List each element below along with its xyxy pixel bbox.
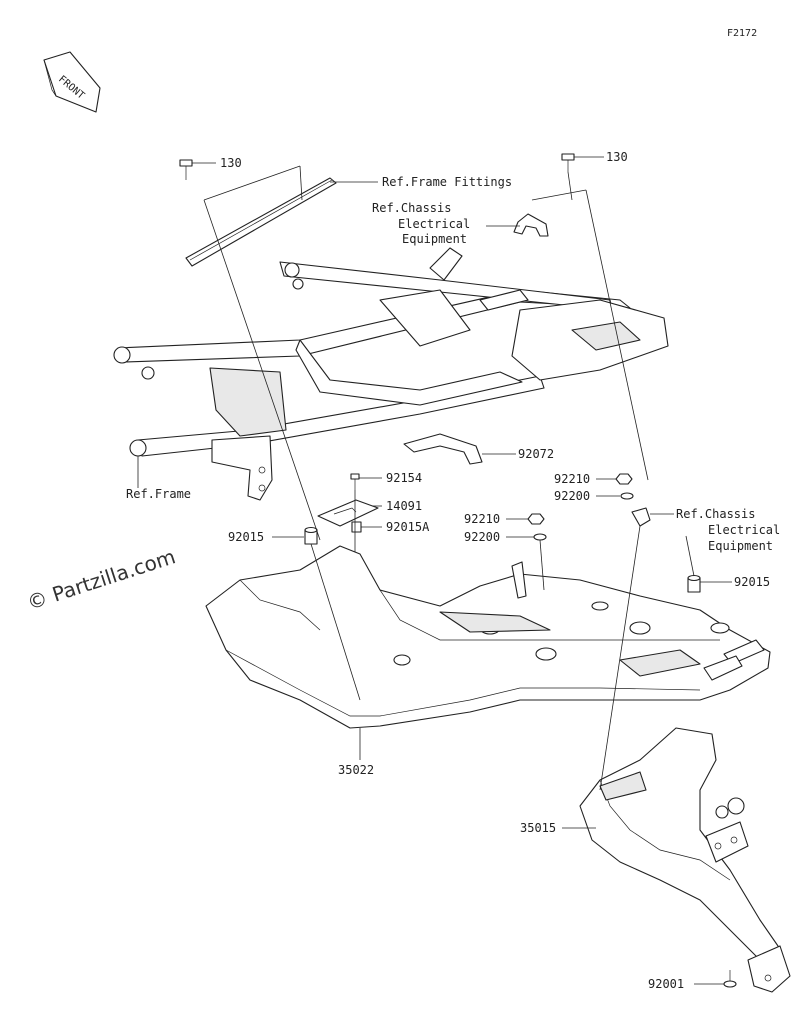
label-ref-frame: Ref.Frame <box>126 487 191 501</box>
washer-92200-mid-part <box>533 533 547 541</box>
collar-92015-left-part <box>304 526 318 545</box>
label-ref-frame-fittings: Ref.Frame Fittings <box>382 175 512 189</box>
label-ref-chassis-top-1: Ref.Chassis <box>372 201 451 215</box>
screw-92001-part <box>723 970 737 988</box>
label-92200-right: 92200 <box>554 489 590 503</box>
strap-92072-part <box>403 433 483 465</box>
label-ref-chassis-top-2: Electrical <box>398 217 470 231</box>
label-130-right: 130 <box>606 150 628 164</box>
label-35022: 35022 <box>338 763 374 777</box>
label-ref-chassis-right-2: Electrical <box>708 523 780 537</box>
label-92210-mid: 92210 <box>464 512 500 526</box>
leader-lines <box>137 156 732 985</box>
label-92154: 92154 <box>386 471 422 485</box>
label-130-left: 130 <box>220 156 242 170</box>
bolt-130-right-part <box>561 153 575 172</box>
nut-92210-right-part <box>615 473 633 485</box>
label-92072: 92072 <box>518 447 554 461</box>
rear-fender-35015-part <box>579 727 791 993</box>
screw-92154-part <box>350 473 360 490</box>
bolt-130-left-part <box>179 159 193 180</box>
label-35015: 35015 <box>520 821 556 835</box>
clip-ref-chassis-right-part <box>631 507 651 527</box>
nut-92210-mid-part <box>527 513 545 525</box>
front-arrow-icon: FRONT <box>43 51 101 113</box>
label-92015A: 92015A <box>386 520 430 534</box>
plate-14091-part <box>317 499 379 527</box>
label-92015-right: 92015 <box>734 575 770 589</box>
label-92200-mid: 92200 <box>464 530 500 544</box>
label-14091: 14091 <box>386 499 422 513</box>
wire-clip-part <box>513 213 549 237</box>
frame-fitting-bar <box>185 177 337 267</box>
washer-92200-right-part <box>620 492 634 500</box>
label-ref-chassis-right-3: Equipment <box>708 539 773 553</box>
label-ref-chassis-right-1: Ref.Chassis <box>676 507 755 521</box>
figure-code: F2172 <box>727 28 757 39</box>
label-92015-left: 92015 <box>228 530 264 544</box>
rear-subframe <box>113 247 669 501</box>
collar-92015A-part <box>351 521 362 533</box>
label-92001: 92001 <box>648 977 684 991</box>
label-92210-right: 92210 <box>554 472 590 486</box>
collar-92015-right-part <box>687 574 701 593</box>
undertray-35022-part <box>205 545 771 729</box>
watermark: © Partzilla.com <box>24 544 178 615</box>
label-ref-chassis-top-3: Equipment <box>402 232 467 246</box>
